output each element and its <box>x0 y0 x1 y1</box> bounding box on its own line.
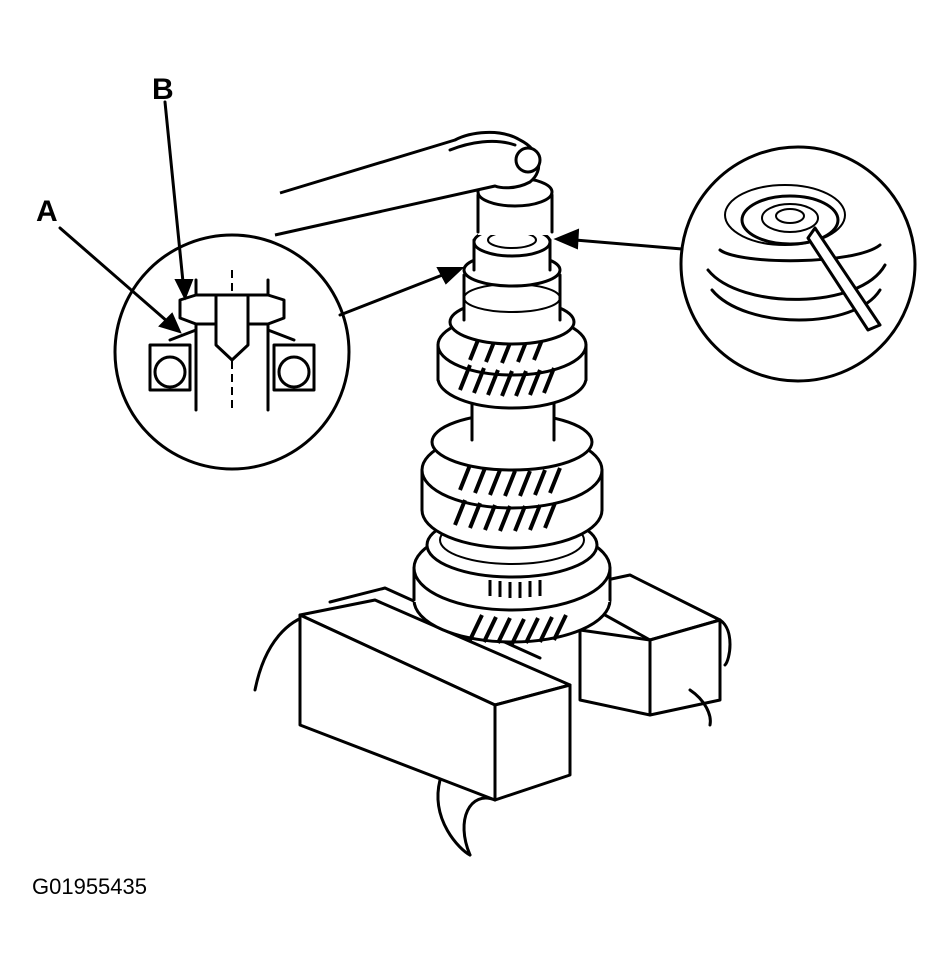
left-detail-callout <box>113 233 351 471</box>
gear-teeth <box>453 464 562 532</box>
pointer-arrows <box>58 100 684 334</box>
shaft-stack <box>412 176 612 645</box>
gear-teeth <box>468 614 568 645</box>
label-b: B <box>152 73 174 106</box>
figure-code: G01955435 <box>32 874 147 899</box>
spline-teeth <box>488 580 542 598</box>
right-detail-callout <box>679 145 917 383</box>
label-a: A <box>36 195 58 228</box>
wrench <box>274 130 542 237</box>
